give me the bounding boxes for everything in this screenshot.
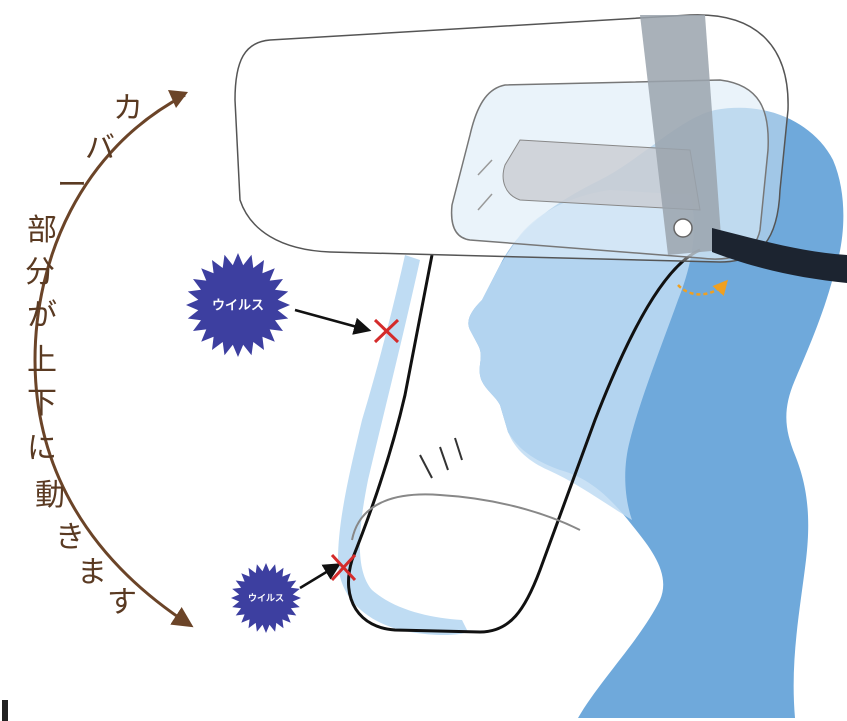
motion-arc-top-arrowhead xyxy=(168,90,188,108)
caption-char: が xyxy=(27,298,57,333)
virus-arrow-small xyxy=(300,565,338,588)
lowered-shield-shadow xyxy=(338,255,468,635)
corner-mark xyxy=(2,700,8,721)
virus-badge-small: ウイルス xyxy=(231,563,301,633)
mouth-mark-3 xyxy=(455,438,462,460)
caption-char: 動 xyxy=(35,478,65,513)
lowered-cover-bottom-rim xyxy=(352,494,580,540)
virus-arrow-large xyxy=(295,310,368,330)
caption-char: 部 xyxy=(27,213,57,248)
virus-label: ウイルス xyxy=(212,299,264,314)
caption-char: す xyxy=(107,585,137,620)
caption-char: バ xyxy=(85,131,115,166)
caption-char: 分 xyxy=(25,255,55,290)
caption-char: ま xyxy=(77,555,107,590)
virus-label: ウイルス xyxy=(248,593,284,604)
caption-char: き xyxy=(55,520,85,555)
pivot-hinge xyxy=(674,219,692,237)
mouth-mark-2 xyxy=(440,447,448,470)
caption-char: ー xyxy=(57,168,87,203)
caption-char: 下 xyxy=(27,386,57,421)
virus-badge-large: ウイルス xyxy=(186,253,290,357)
caption-char: カ xyxy=(113,91,143,126)
caption-char: 上 xyxy=(27,343,57,378)
mouth-mark-1 xyxy=(420,455,432,478)
caption-char: に xyxy=(27,431,57,466)
